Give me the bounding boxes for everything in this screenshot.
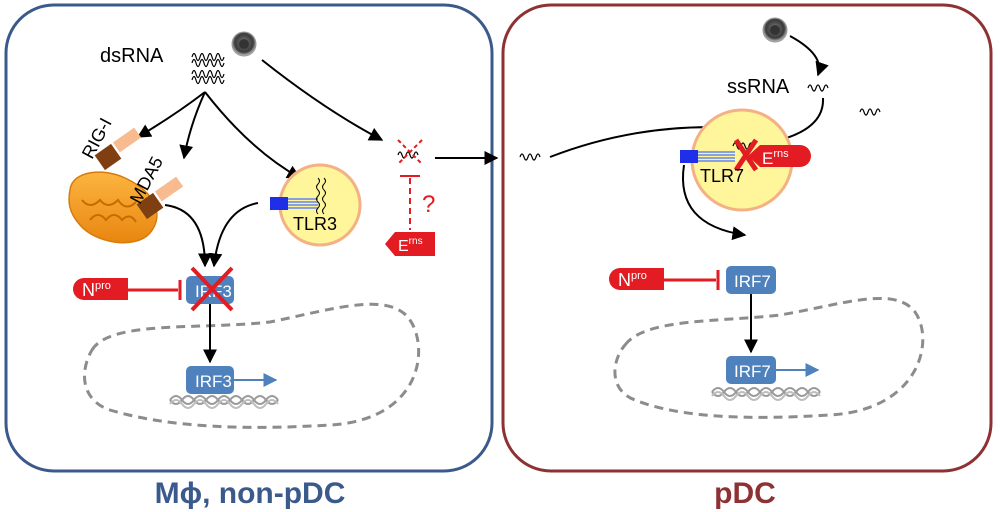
left-cell-border (4, 3, 494, 473)
question-mark: ? (422, 191, 435, 218)
mitochondrion-icon (68, 171, 158, 244)
right-panel: ssRNA Erns TLR7 (501, 3, 993, 510)
arrow-dsrna-to-mda (179, 91, 206, 160)
irf7-bottom-box: IRF7 (726, 356, 776, 384)
tlr7-label: TLR7 (700, 166, 744, 186)
svg-text:IRF7: IRF7 (734, 362, 771, 381)
virus-icon (231, 31, 257, 57)
mda5-receptor (136, 176, 184, 220)
npro-right-badge: Npro (609, 268, 664, 290)
dna-helix-left (169, 395, 279, 409)
ssrna-free-icon (859, 108, 881, 116)
rig-i-receptor (94, 127, 142, 171)
svg-text:Npro: Npro (82, 280, 111, 300)
virus-icon-right (762, 17, 788, 43)
dsrna-icon (191, 52, 225, 85)
left-panel: dsRNA RIG-I MDA5 (4, 3, 499, 510)
npro-left-badge: Npro (73, 278, 128, 300)
right-cell-border (501, 3, 993, 473)
dna-helix-right (711, 387, 821, 401)
left-nucleus (83, 302, 421, 429)
irf7-top-box: IRF7 (726, 266, 776, 294)
irf3-bottom-box: IRF3 (186, 366, 234, 394)
left-panel-title: Mϕ, non-pDC (155, 477, 346, 510)
tlr3-receptor-icon (270, 177, 326, 215)
arrow-virus-to-ssrna (789, 35, 829, 77)
arrow-dsrna-to-tlr3 (204, 91, 302, 179)
svg-text:Erns: Erns (762, 148, 789, 168)
arrow-tlr7-to-irf7 (682, 164, 747, 241)
arrow-dsrna-to-rig (136, 91, 206, 138)
arrow-virus-to-endosome (261, 59, 384, 141)
ssrna-icon (807, 84, 829, 92)
tlr7-receptor-icon (680, 138, 759, 172)
arrows-to-irf3 (164, 202, 259, 268)
ssrna-label: ssRNA (727, 76, 790, 98)
erns-left-badge: Erns (385, 232, 435, 256)
tlr3-label: TLR3 (293, 214, 337, 234)
right-panel-title: pDC (714, 477, 776, 510)
dsrna-label: dsRNA (100, 45, 164, 67)
svg-text:IRF7: IRF7 (734, 272, 771, 291)
svg-text:Erns: Erns (398, 236, 423, 255)
ssrna-entering-icon (519, 153, 541, 161)
irf3-top-box: IRF3 (186, 266, 234, 312)
right-nucleus (613, 296, 925, 419)
crossed-rna-icon (397, 139, 423, 165)
dsrna-arrows (136, 59, 384, 179)
erns-right-badge: Erns (748, 145, 811, 168)
svg-text:IRF3: IRF3 (195, 372, 232, 391)
svg-text:Npro: Npro (618, 270, 647, 290)
